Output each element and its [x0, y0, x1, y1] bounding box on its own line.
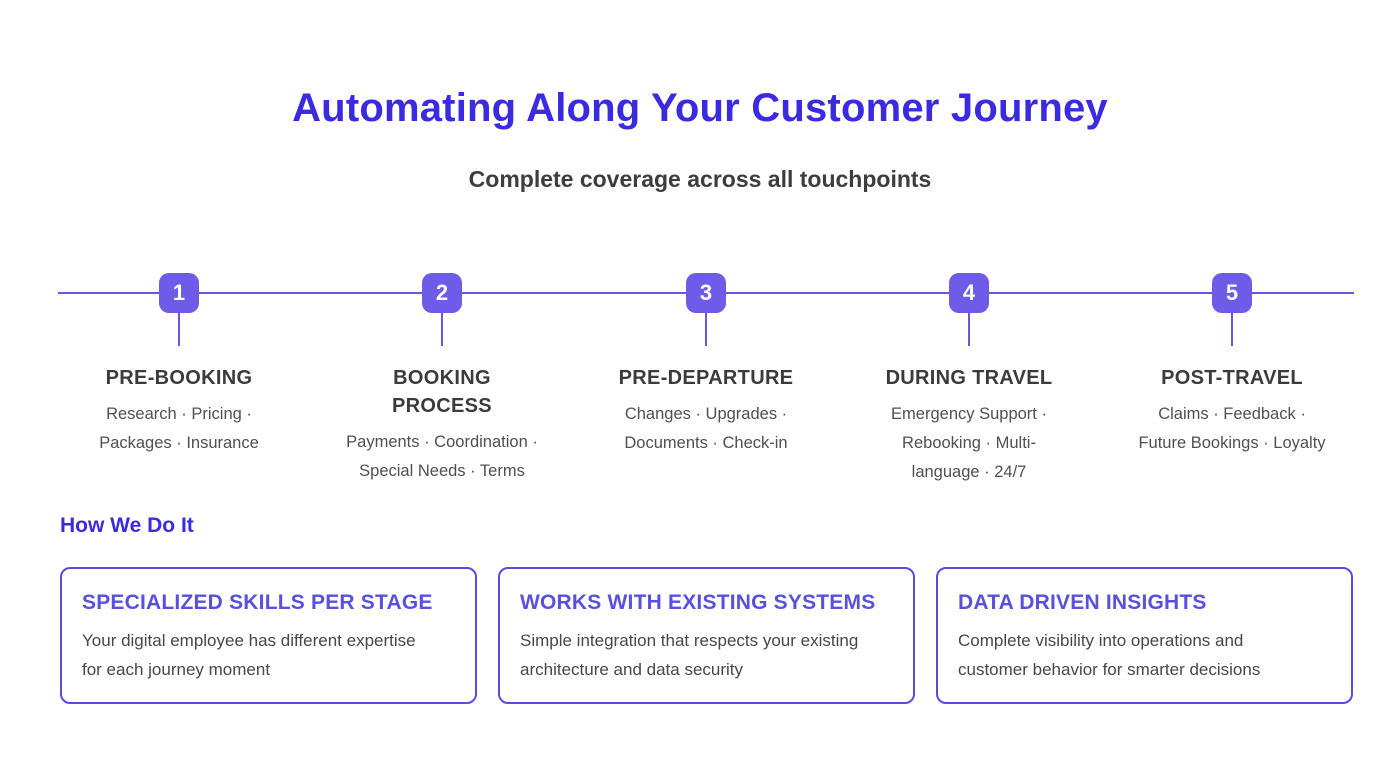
stage-connector: [441, 313, 443, 346]
card-title: SPECIALIZED SKILLS PER STAGE: [82, 591, 433, 614]
stage-badge-2: 2: [422, 273, 462, 313]
card-title: WORKS WITH EXISTING SYSTEMS: [520, 591, 876, 614]
stage-description: Payments · Coordination · Special Needs …: [346, 433, 538, 480]
feature-card-data-insights: DATA DRIVEN INSIGHTS Complete visibility…: [936, 567, 1353, 704]
stage-title: DURING TRAVEL: [885, 367, 1053, 389]
stage-column-during-travel: DURING TRAVEL Emergency Support · Rebook…: [854, 364, 1084, 487]
stage-badge-3: 3: [686, 273, 726, 313]
card-body: Your digital employee has different expe…: [82, 631, 416, 679]
card-body: Complete visibility into operations and …: [958, 631, 1261, 679]
stage-connector: [968, 313, 970, 346]
feature-card-existing-systems: WORKS WITH EXISTING SYSTEMS Simple integ…: [498, 567, 915, 704]
stage-column-pre-booking: PRE-BOOKING Research · Pricing · Package…: [64, 364, 294, 458]
stage-number: 2: [435, 280, 449, 305]
stage-column-pre-departure: PRE-DEPARTURE Changes · Upgrades · Docum…: [591, 364, 821, 458]
stage-description: Claims · Feedback · Future Bookings · Lo…: [1138, 405, 1326, 452]
feature-cards-row: SPECIALIZED SKILLS PER STAGE Your digita…: [60, 567, 1353, 704]
stage-column-booking-process: BOOKING PROCESS Payments · Coordination …: [327, 364, 557, 486]
stage-title: BOOKING PROCESS: [392, 367, 492, 417]
stage-title: PRE-BOOKING: [105, 367, 253, 389]
stage-badge-1: 1: [159, 273, 199, 313]
stage-badge-4: 4: [949, 273, 989, 313]
stage-connector: [1231, 313, 1233, 346]
stage-description: Research · Pricing · Packages · Insuranc…: [99, 405, 259, 452]
card-body: Simple integration that respects your ex…: [520, 631, 859, 679]
stage-description: Emergency Support · Rebooking · Multi-la…: [891, 405, 1047, 481]
stage-title: PRE-DEPARTURE: [618, 367, 794, 389]
section-heading-how-we-do-it: How We Do It: [60, 514, 194, 537]
stage-description: Changes · Upgrades · Documents · Check-i…: [624, 405, 788, 452]
page-subtitle: Complete coverage across all touchpoints: [468, 166, 932, 192]
journey-timeline: 1 PRE-BOOKING Research · Pricing · Packa…: [58, 273, 1354, 487]
stage-number: 4: [962, 280, 976, 305]
stage-connector: [178, 313, 180, 346]
stage-number: 5: [1225, 280, 1239, 305]
stage-number: 1: [172, 280, 186, 305]
page-title: Automating Along Your Customer Journey: [292, 86, 1108, 130]
stage-connector: [705, 313, 707, 346]
feature-card-specialized-skills: SPECIALIZED SKILLS PER STAGE Your digita…: [60, 567, 477, 704]
stage-badge-5: 5: [1212, 273, 1252, 313]
stage-number: 3: [699, 280, 713, 305]
stage-column-post-travel: POST-TRAVEL Claims · Feedback · Future B…: [1117, 364, 1347, 458]
card-title: DATA DRIVEN INSIGHTS: [958, 591, 1207, 614]
stage-title: POST-TRAVEL: [1161, 367, 1303, 389]
